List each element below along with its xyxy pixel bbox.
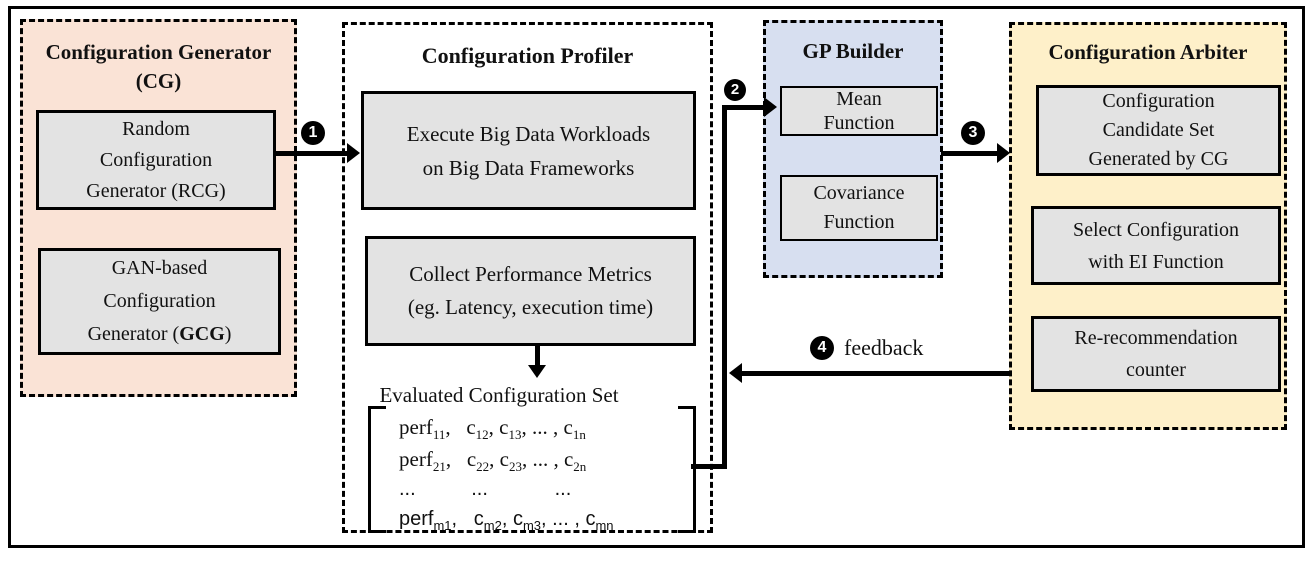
execute-line1: Execute Big Data Workloads: [406, 121, 651, 146]
rcg-line2: Configuration: [99, 148, 213, 171]
matrix-row: ... ... ...: [399, 478, 572, 500]
rerec-line1: Re-recommendation: [1074, 327, 1238, 349]
step-4-badge: 4: [810, 336, 834, 360]
panel-cg-title-line1: Configuration Generator: [45, 40, 272, 64]
gcg-line2: Configuration: [103, 290, 216, 312]
evaluated-configuration-matrix: perf11, c12, c13, ... , c1n perf21, c22, …: [399, 411, 679, 534]
diagram-outer-border: [8, 6, 1305, 548]
arrow-2-top-line: [722, 105, 765, 110]
box-select-configuration: Select Configuration with EI Function: [1031, 206, 1281, 285]
candidate-line3: Generated by CG: [1088, 148, 1229, 170]
box-collect-metrics: Collect Performance Metrics (eg. Latency…: [365, 236, 696, 346]
step-2-badge: 2: [724, 79, 746, 101]
box-mean-function: Mean Function: [780, 86, 938, 136]
box-re-recommendation-counter: Re-recommendation counter: [1031, 316, 1281, 392]
box-covariance-function: Covariance Function: [780, 175, 938, 241]
arrow-3-line: [941, 151, 999, 156]
matrix-row: perfm1, cm2, cm3, ... , cmn: [399, 508, 614, 533]
matrix-bracket-right: [678, 406, 696, 533]
select-line2: with EI Function: [1088, 250, 1224, 273]
panel-gp-title: GP Builder: [802, 39, 904, 63]
rerec-line2: counter: [1126, 359, 1186, 381]
gcg-line1: GAN-based: [111, 257, 208, 279]
arrow-4-head: [729, 363, 742, 383]
box-execute-workloads: Execute Big Data Workloads on Big Data F…: [361, 91, 696, 210]
matrix-row: perf11, c12, c13, ... , c1n: [399, 415, 586, 443]
step-1-badge: 1: [301, 121, 325, 145]
arrow-2-vertical-line: [722, 105, 727, 469]
box-random-configuration-generator: Random Configuration Generator (RCG): [36, 110, 276, 210]
arrow-1-line: [273, 151, 349, 156]
arrow-2-head: [764, 97, 777, 117]
panel-gp-builder: GP Builder Mean Function Covariance Func…: [763, 20, 943, 278]
panel-cg-title: Configuration Generator (CG): [23, 22, 294, 96]
box-configuration-candidate-set: Configuration Candidate Set Generated by…: [1036, 85, 1281, 176]
panel-cg-title-line2: (CG): [135, 69, 182, 93]
collect-line2: (eg. Latency, execution time): [407, 295, 654, 319]
panel-configuration-arbiter: Configuration Arbiter Configuration Cand…: [1009, 22, 1287, 430]
matrix-bracket-left: [368, 406, 386, 533]
arrow-1-head: [347, 143, 360, 163]
matrix-row: perf21, c22, c23, ... , c2n: [399, 447, 587, 475]
mean-line1: Mean: [836, 88, 882, 110]
rcg-line3: Generator (RCG): [86, 179, 226, 202]
covariance-line1: Covariance: [813, 182, 905, 204]
step-3-badge: 3: [961, 121, 985, 145]
arrow-collect-to-evaluated-head: [528, 365, 546, 378]
panel-configuration-generator: Configuration Generator (CG) Random Conf…: [20, 19, 297, 397]
evaluated-configuration-set-label: Evaluated Configuration Set: [379, 383, 619, 407]
arrow-collect-to-evaluated-line: [535, 346, 540, 367]
panel-profiler-title: Configuration Profiler: [421, 43, 634, 68]
execute-line2: on Big Data Frameworks: [422, 155, 635, 180]
panel-configuration-profiler: Configuration Profiler Execute Big Data …: [342, 22, 713, 533]
candidate-line1: Configuration: [1102, 90, 1215, 112]
mean-line2: Function: [823, 112, 895, 134]
rcg-line1: Random: [122, 117, 190, 140]
arrow-4-line: [742, 371, 1009, 376]
collect-line1: Collect Performance Metrics: [409, 262, 652, 286]
covariance-line2: Function: [823, 211, 895, 233]
arrow-2-bottom-connector: [691, 464, 727, 469]
gcg-line3: Generator (GCG): [87, 323, 232, 345]
select-line1: Select Configuration: [1072, 218, 1240, 241]
panel-arbiter-title: Configuration Arbiter: [1048, 40, 1248, 64]
candidate-line2: Candidate Set: [1102, 119, 1215, 141]
feedback-label: feedback: [844, 335, 924, 360]
box-gan-based-configuration-generator: GAN-based Configuration Generator (GCG): [38, 248, 281, 355]
arrow-3-head: [997, 143, 1010, 163]
